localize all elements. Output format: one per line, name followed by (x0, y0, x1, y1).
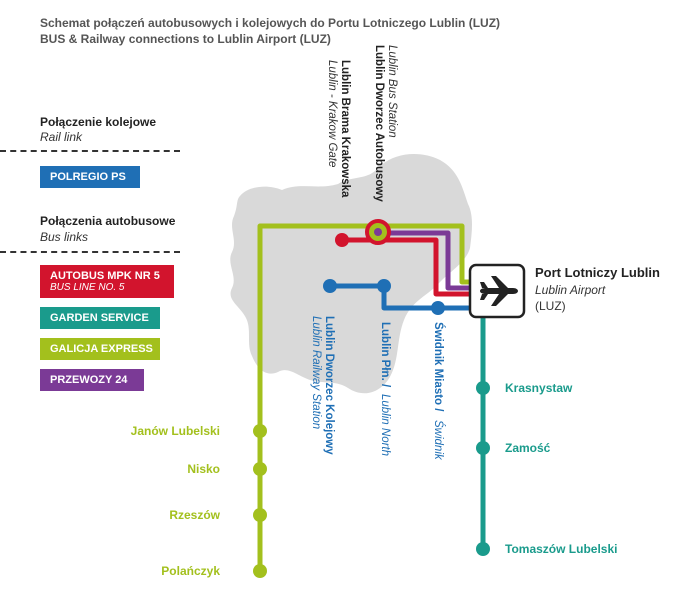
legend-galicja-express: GALICJA EXPRESS (40, 338, 160, 360)
rail-heading: Połączenie kolejowe (40, 115, 157, 129)
stop-dot-lublin-north (377, 279, 391, 293)
bus-station-name-en: Lublin Bus Station (386, 45, 398, 138)
lublin-area-shape (230, 154, 472, 394)
swidnik-name-en: Świdnik (432, 420, 445, 461)
rail-subheading: Rail link (40, 130, 83, 144)
railway-station-name-en: Lublin Railway Station (310, 316, 322, 429)
stop-dot-tomaszow (476, 542, 490, 556)
stop-label-polanczyk: Polańczyk (161, 564, 220, 578)
legend-polregio: POLREGIO PS (40, 166, 140, 188)
stop-dot-polanczyk (253, 564, 267, 578)
stop-label-rzeszow: Rzeszów (169, 508, 220, 522)
legend-przewozy24-label: PRZEWOZY 24 (50, 374, 128, 386)
bus-heading: Połączenia autobusowe (40, 214, 176, 228)
label-lublin-north: Lublin Płn. / Lublin North (379, 322, 391, 456)
stop-dot-krasnystaw (476, 381, 490, 395)
legend-garden-service-label: GARDEN SERVICE (50, 312, 149, 324)
airplane-icon (480, 276, 518, 306)
bus-station-name: Lublin Dworzec Autobusowy (373, 45, 385, 202)
label-krakow-gate: Lublin Brama Krakowska Lublin - Krakow G… (326, 60, 351, 198)
krakow-gate-name-en: Lublin - Krakow Gate (326, 60, 338, 167)
legend-mpk5: AUTOBUS MPK NR 5 BUS LINE NO. 5 (40, 265, 174, 298)
stop-dot-rzeszow (253, 508, 267, 522)
title-english: BUS & Railway connections to Lublin Airp… (40, 32, 331, 46)
legend-galicja-express-label: GALICJA EXPRESS (50, 343, 153, 355)
legend-polregio-label: POLREGIO PS (50, 171, 126, 183)
legend-mpk5-sublabel: BUS LINE NO. 5 (50, 282, 125, 293)
legend-garden-service: GARDEN SERVICE (40, 307, 160, 329)
stop-label-janow: Janów Lubelski (131, 424, 220, 438)
lublin-north-name-en: Lublin North (379, 394, 391, 456)
blue-rail-line (330, 283, 470, 311)
stop-dot-krakow-gate (335, 233, 349, 247)
legend-mpk5-label: AUTOBUS MPK NR 5 (50, 270, 160, 282)
label-railway-station: Lublin Dworzec Kolejowy Lublin Railway S… (310, 316, 335, 455)
title-polish: Schemat połączeń autobusowych i kolejowy… (40, 16, 501, 30)
railway-station-name: Lublin Dworzec Kolejowy (323, 316, 335, 455)
label-swidnik: Świdnik Miasto / Świdnik (432, 322, 445, 461)
stop-label-zamosc: Zamość (505, 441, 551, 455)
rail-divider (0, 150, 180, 152)
label-bus-station: Lublin Dworzec Autobusowy Lublin Bus Sta… (373, 45, 398, 202)
swidnik-name: Świdnik Miasto / (432, 322, 445, 412)
stop-dot-railway-station (323, 279, 337, 293)
stop-label-tomaszow: Tomaszów Lubelski (505, 542, 617, 556)
legend-przewozy24: PRZEWOZY 24 (40, 369, 144, 391)
airport-code: (LUZ) (535, 299, 566, 313)
bus-subheading: Bus links (40, 230, 89, 244)
green-route-line (257, 223, 470, 571)
airport-name-en: Lublin Airport (535, 283, 606, 297)
stop-dot-nisko (253, 462, 267, 476)
bus-station-center (374, 228, 382, 236)
purple-route-line (378, 230, 470, 291)
lublin-north-name: Lublin Płn. / (379, 322, 391, 388)
stop-dot-swidnik (431, 301, 445, 315)
stop-dot-janow (253, 424, 267, 438)
airport-name: Port Lotniczy Lublin (535, 265, 660, 280)
stop-dot-zamosc (476, 441, 490, 455)
stop-label-nisko: Nisko (187, 462, 220, 476)
red-route-line (342, 237, 470, 297)
krakow-gate-name: Lublin Brama Krakowska (339, 60, 351, 198)
stop-label-krasnystaw: Krasnystaw (505, 381, 573, 395)
bus-divider (0, 251, 180, 253)
